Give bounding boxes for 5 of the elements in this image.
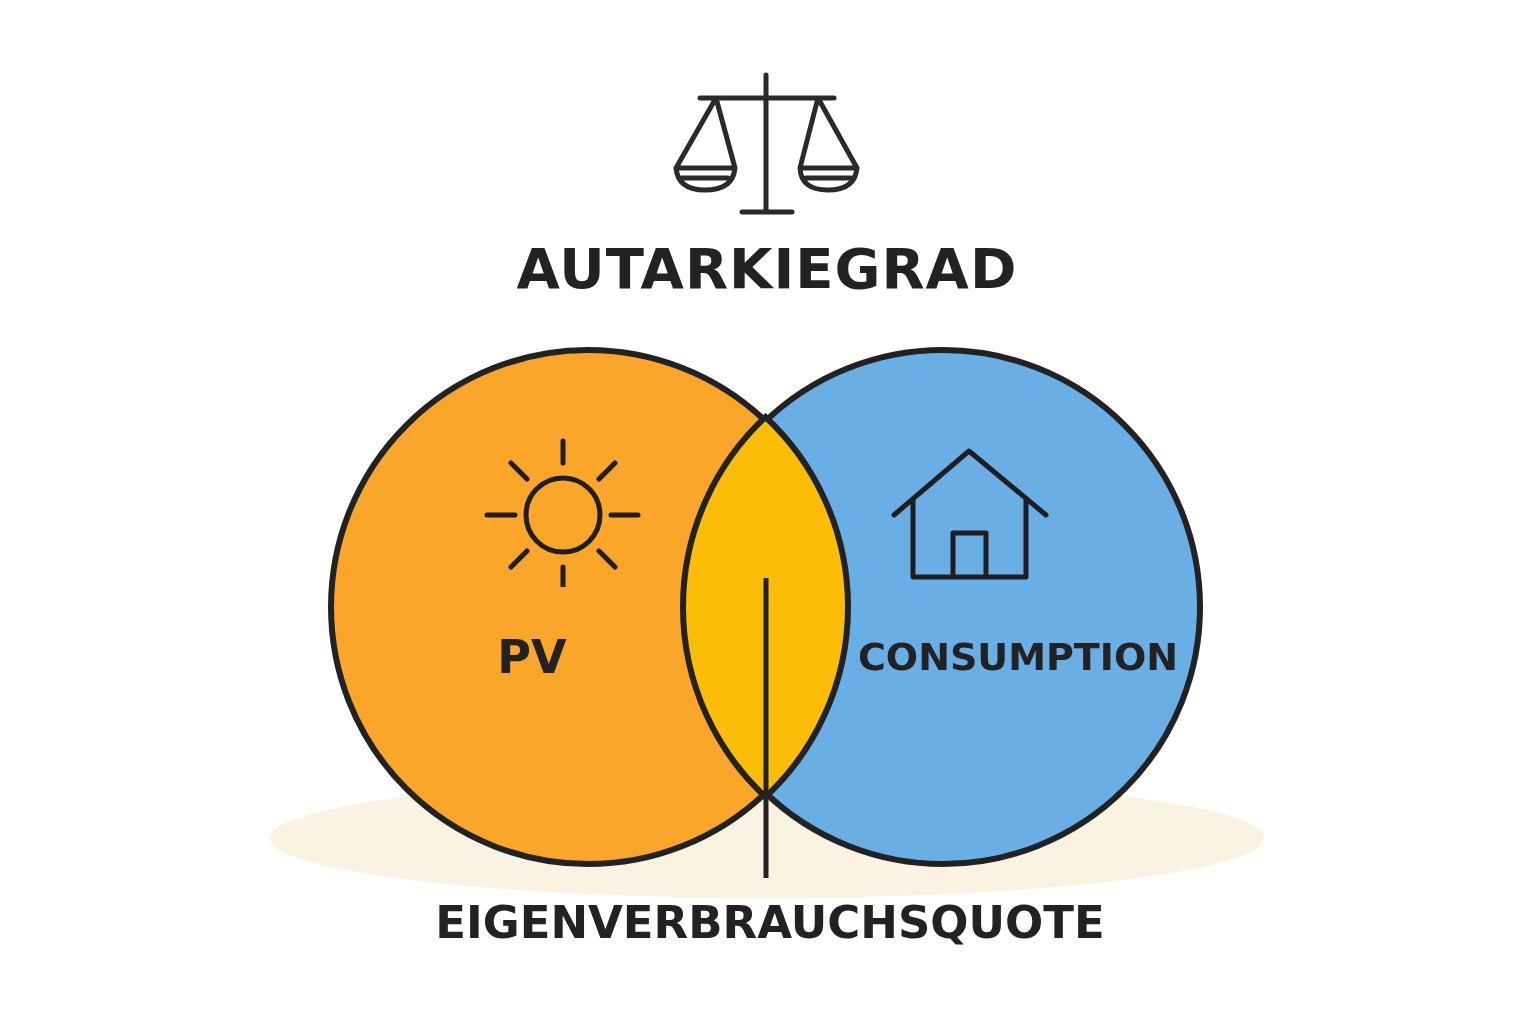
circle-label: CONSUMPTION [856, 635, 1180, 679]
diagram-title: AUTARKIEGRAD [515, 236, 1019, 301]
circle-label: PV [496, 630, 568, 684]
leader-line [763, 578, 769, 878]
caption-text: EIGENVERBRAUCHSQUOTE [434, 896, 1106, 949]
